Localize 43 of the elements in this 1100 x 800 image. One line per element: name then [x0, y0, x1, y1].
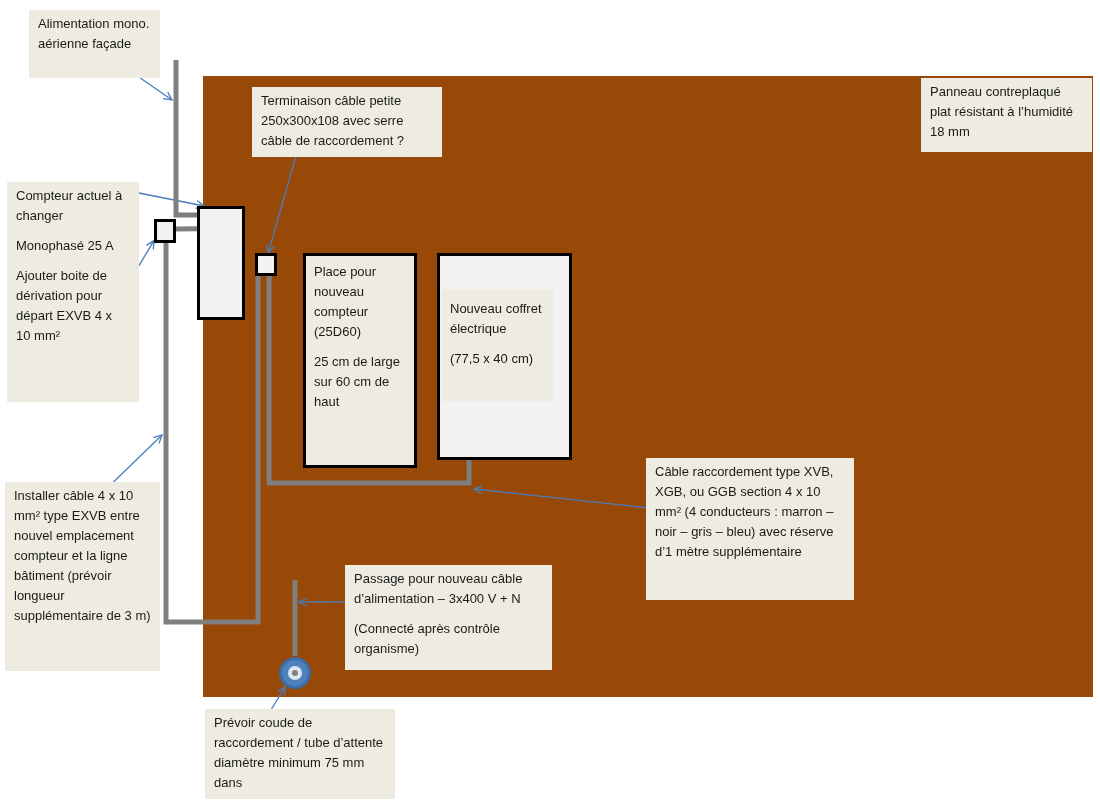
note-text: 25 cm de large sur 60 cm de haut [314, 353, 401, 411]
leader-arrow [270, 686, 286, 710]
leader-arrow [112, 434, 163, 483]
note-text: Ajouter boite de dérivation pour départ EXVB 4 x 10 mm² [16, 267, 114, 345]
plywood-panel [203, 76, 1093, 697]
note-card [646, 458, 854, 600]
note-card [5, 482, 160, 671]
note-text: Terminaison câble petite 250x300x108 avec serre câble de raccordement ? [261, 92, 406, 150]
note-text: Place pour nouveau compteur (25D60) [314, 263, 378, 341]
note-card [29, 10, 160, 78]
cable-line [173, 60, 197, 218]
meter-space-card [303, 253, 417, 468]
leader-arrow [473, 485, 647, 509]
leader-arrow [138, 192, 205, 209]
note-card [345, 565, 552, 670]
note-text: Monophasé 25 A [16, 237, 115, 255]
note-card [205, 709, 395, 799]
note-text: Prévoir coude de raccordement / tube d’attente diamètre minimum 75 mm dans [214, 714, 385, 792]
note-text: (Connecté après contrôle organisme) [354, 620, 501, 658]
distribution-board [437, 253, 572, 460]
cable-line [266, 276, 472, 486]
cable-line [163, 243, 261, 625]
terminal-box [255, 253, 277, 276]
junction-box [154, 219, 176, 243]
leader-arrow [298, 597, 346, 607]
note-text: Installer câble 4 x 10 mm² type EXVB entre nouvel emplacement compteur et la ligne bâtiment (prévoir longueur supplémentaire de 3 m) [14, 487, 151, 625]
note-text: Compteur actuel à changer [16, 187, 124, 225]
cable-line [292, 580, 298, 656]
conduit-ring [278, 656, 312, 690]
note-text: Passage pour nouveau câble d’alimentation – 3x400 V + N [354, 570, 524, 608]
meter-box [197, 206, 245, 320]
leader-arrow [139, 77, 173, 101]
note-card [921, 78, 1092, 152]
note-text: Nouveau coffret électrique [450, 300, 543, 338]
note-text: Câble raccordement type XVB, XGB, ou GGB section 4 x 10 mm² (4 conducteurs : marron – noir – gris – bleu) avec réserve d’1 mètre supplémentaire [655, 463, 835, 561]
note-text: Alimentation mono. aérienne façade [38, 15, 151, 53]
leader-arrow [265, 156, 297, 254]
note-text: Panneau contreplaqué plat résistant à l’humidité 18 mm [930, 83, 1075, 141]
note-text: (77,5 x 40 cm) [450, 350, 535, 368]
note-card [7, 182, 139, 402]
leader-arrow [138, 239, 155, 267]
note-card [252, 87, 442, 157]
cable-line [175, 226, 198, 232]
